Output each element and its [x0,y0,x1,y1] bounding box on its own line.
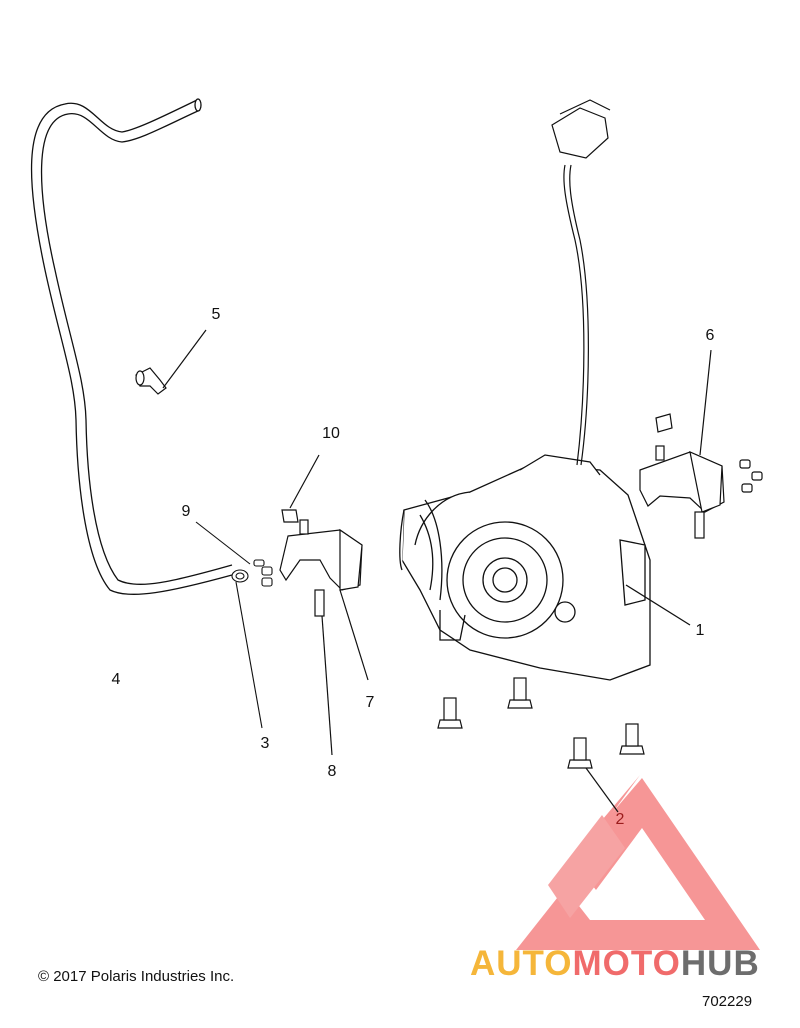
callout-7: 7 [365,694,375,711]
clamp-and-screws [195,521,273,729]
vent-hose [30,98,233,595]
callout-9: 9 [181,503,191,520]
watermark-text-moto: MOTO [572,944,681,983]
callout-3: 3 [260,735,270,752]
callout-5: 5 [211,306,221,323]
left-mount-bracket [279,454,369,756]
right-mount-bracket [639,349,763,539]
callout-1: 1 [695,622,705,639]
callout-10: 10 [322,425,340,442]
callout-6: 6 [705,327,715,344]
document-number: 702229 [702,993,753,1010]
copyright-notice: © 2017 Polaris Industries Inc. [38,968,235,985]
watermark-text-hub: HUB [680,944,760,983]
hose-fitting [135,329,207,395]
watermark-logo [516,775,760,950]
callout-2: 2 [615,811,625,828]
callout-8: 8 [327,763,337,780]
sensor-harness [551,99,611,466]
callout-4: 4 [111,671,121,688]
watermark-text: AUTOMOTOHUB [470,944,760,984]
mounting-bolts [437,677,645,813]
front-gearcase [399,454,691,681]
watermark-text-auto: AUTO [470,944,573,983]
